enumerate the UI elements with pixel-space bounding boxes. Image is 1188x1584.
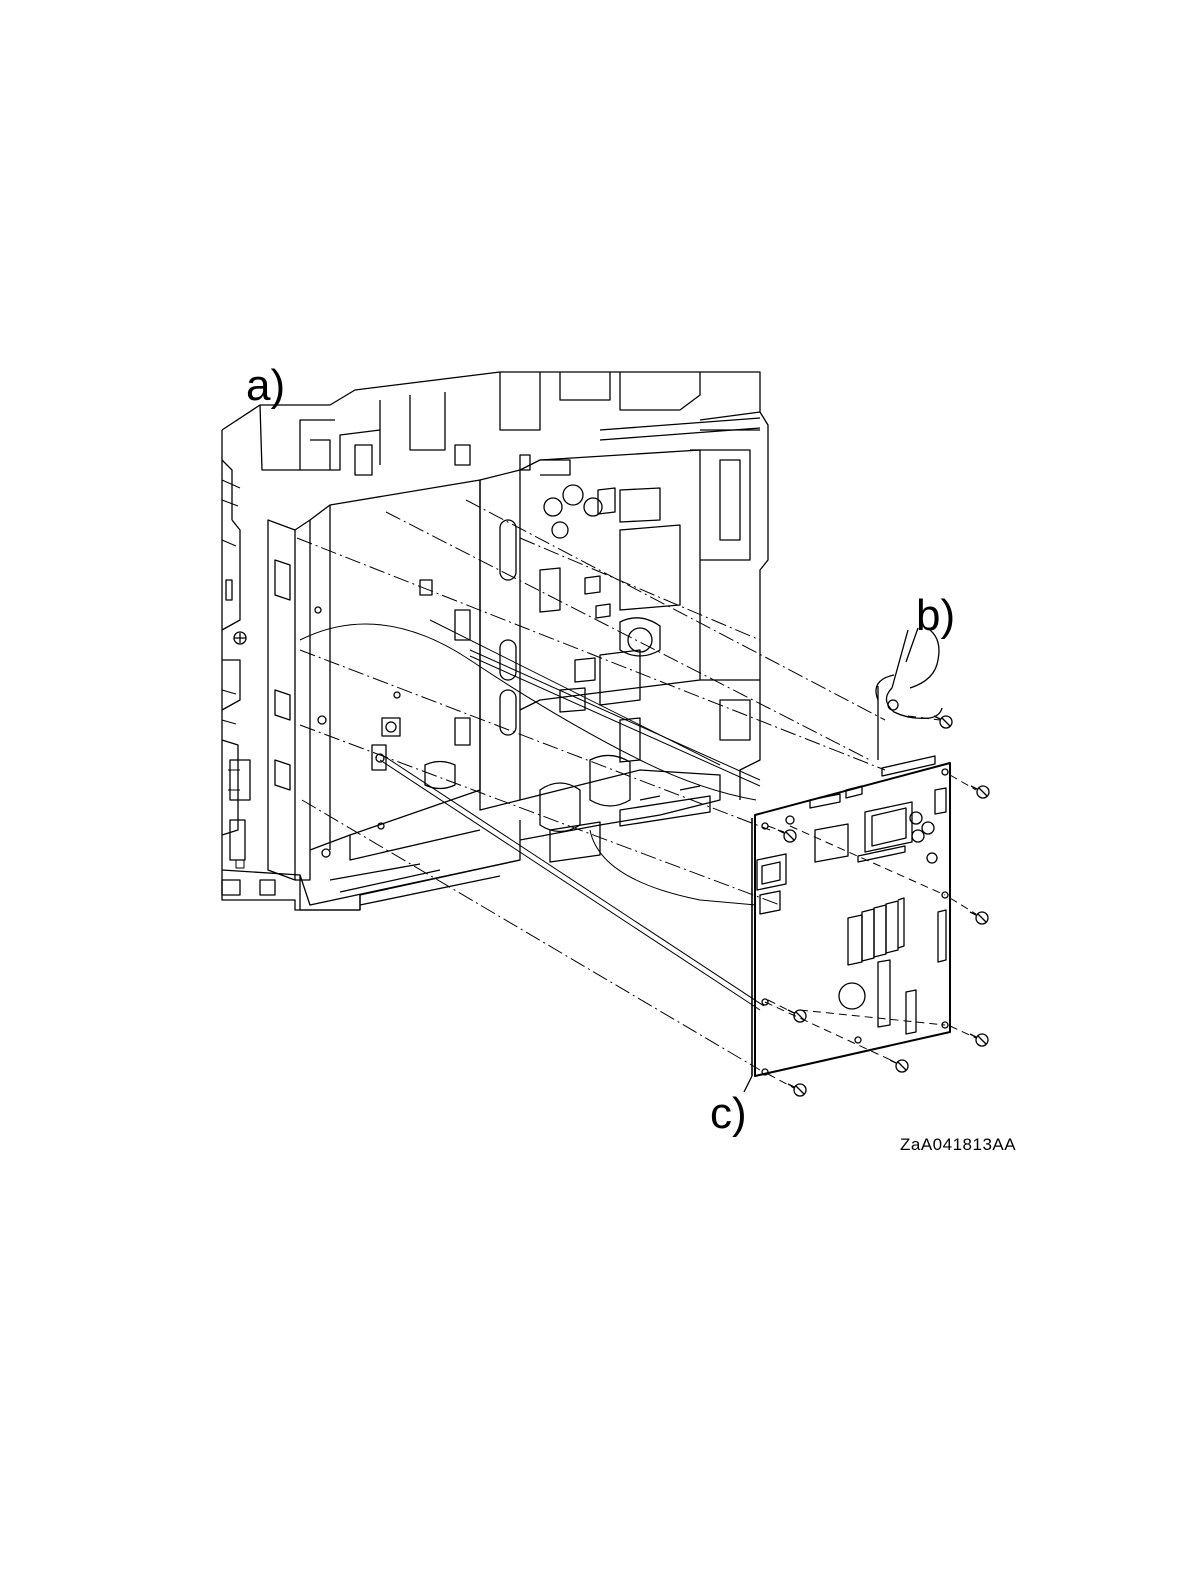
- callout-a: a): [246, 364, 285, 408]
- alignment-lines: [297, 500, 976, 1092]
- callout-c: c): [710, 1092, 747, 1136]
- controller-board: [752, 756, 950, 1076]
- callout-b: b): [916, 594, 955, 638]
- figure-code: ZaA041813AA: [900, 1135, 1016, 1155]
- ground-wire: [876, 630, 942, 760]
- left-frame-details: [222, 480, 244, 868]
